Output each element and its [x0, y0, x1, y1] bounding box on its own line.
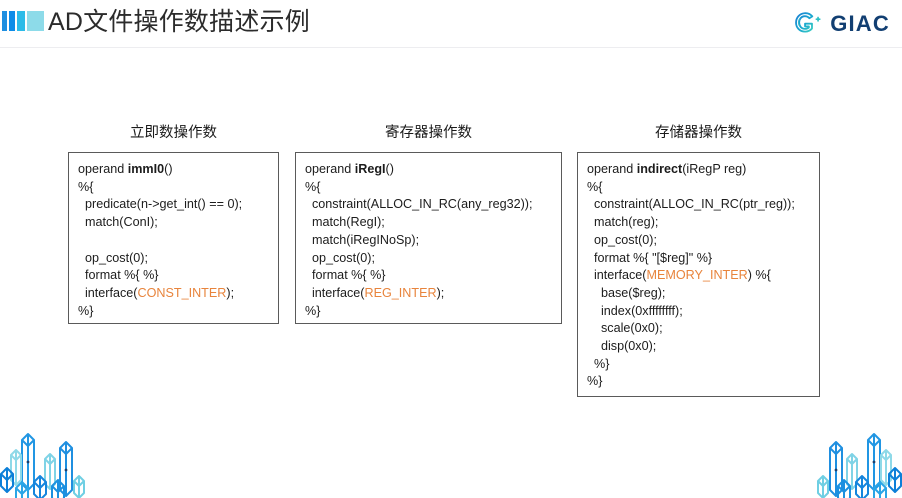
code-token-bold: indirect — [636, 162, 683, 176]
code-token: operand — [78, 162, 128, 176]
code-token: disp(0x0); — [587, 339, 657, 354]
column-title-register: 寄存器操作数 — [385, 125, 472, 141]
code-token: %} — [587, 356, 610, 371]
title-accent-bars-icon — [2, 11, 44, 31]
code-token: constraint(ALLOC_IN_RC(ptr_reg)); — [587, 197, 795, 212]
code-token: constraint(ALLOC_IN_RC(any_reg32)); — [305, 197, 533, 212]
slide-header: AD文件操作数描述示例 GIAC — [0, 0, 902, 47]
code-token: match(reg); — [587, 215, 659, 230]
code-line — [78, 232, 269, 250]
code-token: %} — [305, 303, 321, 318]
code-token: %{ — [78, 179, 94, 194]
code-line: predicate(n->get_int() == 0); — [78, 196, 269, 214]
code-box-immediate: operand immI0()%{ predicate(n->get_int()… — [68, 152, 279, 324]
code-token: %} — [78, 303, 94, 318]
code-token: ) %{ — [747, 268, 771, 283]
code-token: predicate(n->get_int() == 0); — [78, 197, 243, 212]
code-token: ); — [226, 285, 235, 300]
code-line: match(reg); — [587, 214, 810, 232]
code-token-highlight: MEMORY_INTER — [646, 268, 748, 283]
code-token: () — [164, 162, 173, 176]
code-token: match(iRegINoSp); — [305, 232, 420, 247]
code-line: scale(0x0); — [587, 320, 810, 338]
code-line: operand iRegI() — [305, 161, 552, 179]
code-box-register: operand iRegI()%{ constraint(ALLOC_IN_RC… — [295, 152, 562, 324]
code-line: %} — [305, 303, 552, 321]
code-line: interface(MEMORY_INTER) %{ — [587, 267, 810, 285]
code-line: match(iRegINoSp); — [305, 232, 552, 250]
code-line: %{ — [587, 179, 810, 197]
column-title-memory: 存储器操作数 — [655, 125, 742, 141]
code-line: op_cost(0); — [305, 250, 552, 268]
code-token: (iRegP reg) — [682, 162, 747, 176]
code-line: format %{ "[$reg]" %} — [587, 250, 810, 268]
code-line: format %{ %} — [305, 267, 552, 285]
code-line: format %{ %} — [78, 267, 269, 285]
code-line: interface(CONST_INTER); — [78, 285, 269, 303]
code-line: %} — [587, 373, 810, 391]
crystal-city-decoration-right-icon — [817, 433, 902, 498]
code-line: match(ConI); — [78, 214, 269, 232]
code-token: ); — [436, 285, 445, 300]
code-token: scale(0x0); — [587, 321, 663, 336]
code-token: index(0xffffffff); — [587, 303, 683, 318]
code-token: %} — [587, 374, 603, 389]
crystal-city-decoration-left-icon — [0, 433, 85, 498]
code-token: match(RegI); — [305, 215, 385, 230]
code-token-bold: iRegI — [354, 162, 386, 176]
code-token: interface( — [587, 268, 647, 283]
code-box-memory: operand indirect(iRegP reg)%{ constraint… — [577, 152, 820, 397]
code-line: op_cost(0); — [587, 232, 810, 250]
code-line: %{ — [78, 179, 269, 197]
code-token: operand — [305, 162, 355, 176]
code-token: interface( — [78, 285, 138, 300]
code-token: format %{ %} — [78, 268, 159, 283]
code-token-bold: immI0 — [127, 162, 165, 176]
code-token: op_cost(0); — [305, 250, 375, 265]
code-line: %} — [587, 356, 810, 374]
code-line: match(RegI); — [305, 214, 552, 232]
code-token: interface( — [305, 285, 365, 300]
code-line: operand indirect(iRegP reg) — [587, 161, 810, 179]
code-token: operand — [587, 162, 637, 176]
column-title-immediate: 立即数操作数 — [130, 125, 217, 141]
code-line: constraint(ALLOC_IN_RC(ptr_reg)); — [587, 196, 810, 214]
code-line: base($reg); — [587, 285, 810, 303]
code-line: index(0xffffffff); — [587, 303, 810, 321]
code-token-highlight: CONST_INTER — [137, 285, 227, 300]
code-token: base($reg); — [587, 285, 666, 300]
code-token: format %{ %} — [305, 268, 386, 283]
logo-text: GIAC — [830, 11, 890, 36]
code-line: %} — [78, 303, 269, 321]
code-token: match(ConI); — [78, 215, 158, 230]
header-divider — [0, 47, 902, 48]
code-line: interface(REG_INTER); — [305, 285, 552, 303]
giac-logo: GIAC — [793, 10, 890, 38]
code-token: %{ — [305, 179, 321, 194]
code-line: op_cost(0); — [78, 250, 269, 268]
code-token: op_cost(0); — [78, 250, 148, 265]
code-line: operand immI0() — [78, 161, 269, 179]
code-token-highlight: REG_INTER — [364, 285, 437, 300]
code-token: format %{ "[$reg]" %} — [587, 250, 713, 265]
code-token: op_cost(0); — [587, 232, 657, 247]
code-line: disp(0x0); — [587, 338, 810, 356]
page-title: AD文件操作数描述示例 — [48, 8, 310, 36]
code-token: () — [385, 162, 394, 176]
code-line: constraint(ALLOC_IN_RC(any_reg32)); — [305, 196, 552, 214]
code-token: %{ — [587, 179, 603, 194]
giac-g-mark-icon — [795, 12, 821, 33]
code-line: %{ — [305, 179, 552, 197]
